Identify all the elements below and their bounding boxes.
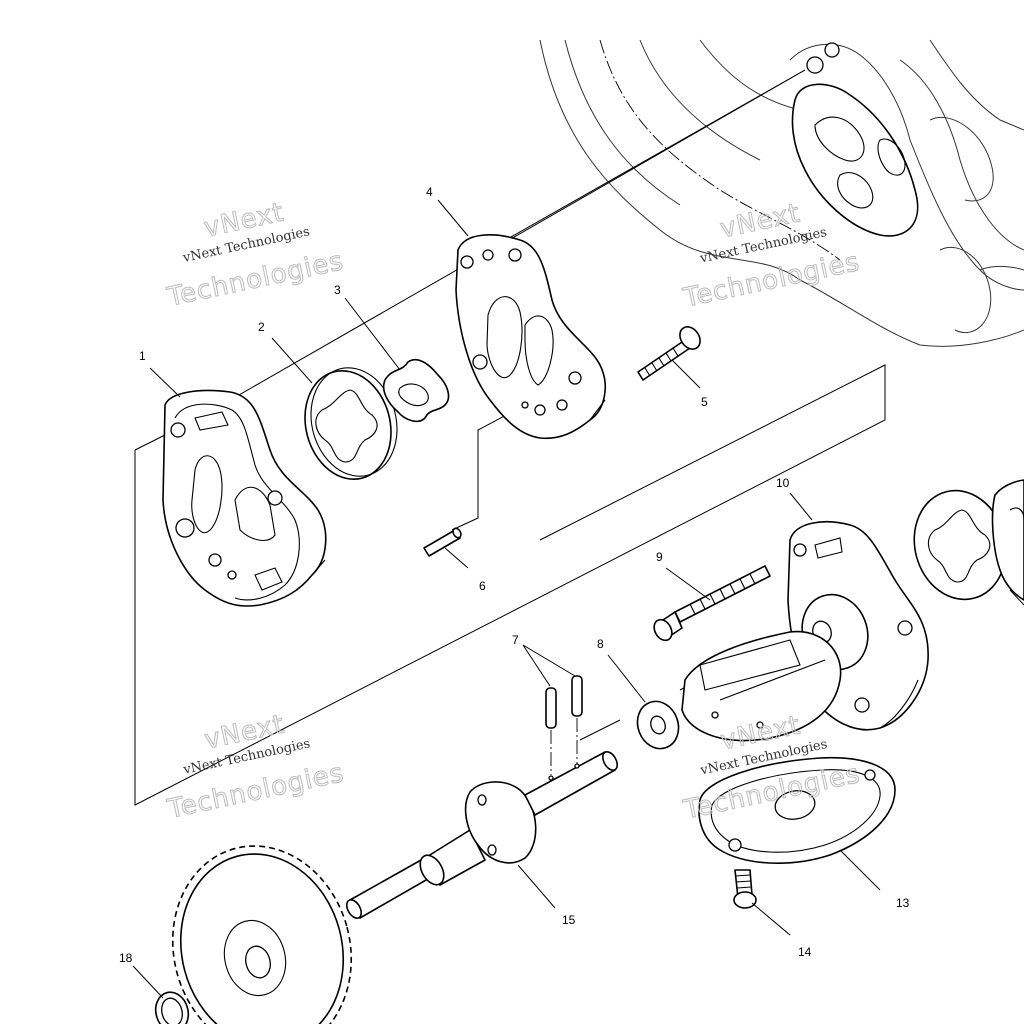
screw-14 <box>733 869 757 909</box>
right-rotors <box>913 479 1024 601</box>
label-18: 18 <box>119 951 133 965</box>
label-1: 1 <box>139 349 146 363</box>
pump-plate <box>455 234 606 440</box>
pins-7 <box>545 675 583 775</box>
leader-lines <box>132 199 1024 999</box>
outer-rotor <box>304 367 398 481</box>
label-7: 7 <box>512 633 519 647</box>
label-6: 6 <box>479 579 486 593</box>
part-labels: 1 2 3 4 5 6 7 8 9 10 13 14 15 18 <box>119 185 910 965</box>
label-8: 8 <box>597 637 604 651</box>
dowel-pin-6 <box>423 527 462 557</box>
label-15: 15 <box>562 913 576 927</box>
bolt-9 <box>653 565 771 642</box>
watermark-top-left: vNext vNext Technologies Technologies <box>164 197 347 313</box>
inner-rotor <box>382 358 450 423</box>
bolt-5 <box>637 326 701 381</box>
gasket-13 <box>698 756 896 864</box>
oil-strainer <box>681 630 842 742</box>
label-13: 13 <box>896 896 910 910</box>
label-14: 14 <box>798 945 812 959</box>
label-5: 5 <box>701 395 708 409</box>
ring-18 <box>154 991 190 1024</box>
drive-gear <box>171 845 353 1024</box>
label-2: 2 <box>258 320 265 334</box>
label-9: 9 <box>656 550 663 564</box>
drive-shaft-15 <box>345 751 619 919</box>
pump-body <box>162 389 327 607</box>
label-10: 10 <box>776 476 790 490</box>
engine-case <box>539 39 1024 347</box>
washer-8 <box>636 700 680 750</box>
watermark-bottom-left: vNext vNext Technologies Technologies <box>164 709 347 825</box>
label-4: 4 <box>426 185 433 199</box>
label-3: 3 <box>334 283 341 297</box>
